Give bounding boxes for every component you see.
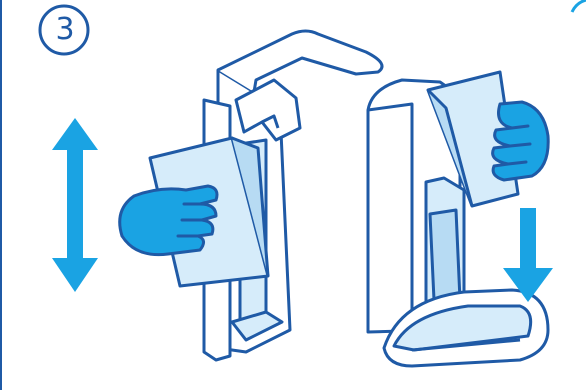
next-step-circle-edge — [572, 0, 586, 12]
down-arrow-icon — [503, 208, 553, 302]
hand-icon — [120, 186, 217, 255]
up-down-arrow-icon — [52, 118, 98, 292]
step-number: 3 — [40, 8, 90, 50]
hand-icon — [493, 102, 549, 180]
